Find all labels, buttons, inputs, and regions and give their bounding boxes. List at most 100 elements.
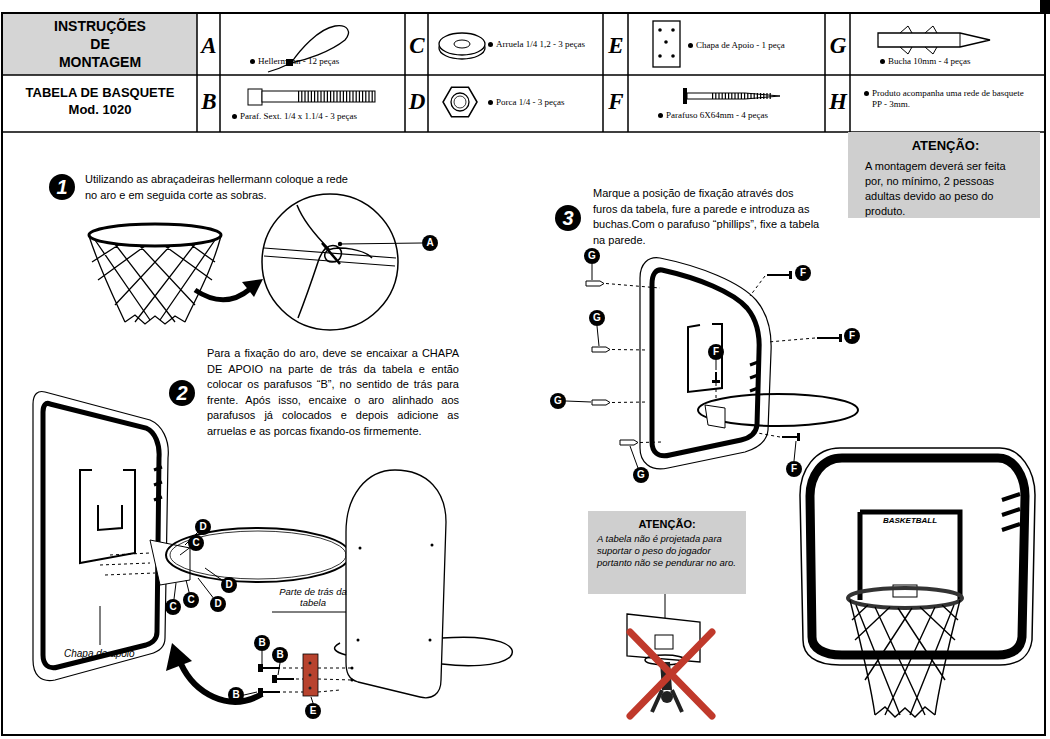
circle-fill	[786, 461, 802, 477]
callout-letter: A	[426, 238, 433, 248]
small-target	[655, 635, 673, 649]
circle-fill	[844, 328, 860, 344]
part-description: Parafuso 6X64mm - 4 peças	[666, 110, 824, 121]
part-caption: Parte de trás da tabela	[278, 586, 348, 608]
circle-fill	[795, 265, 811, 281]
callout-letter: C	[169, 602, 176, 612]
callout-circle: A	[422, 235, 438, 251]
backboard-back	[346, 470, 446, 698]
callout-letter: G	[637, 470, 645, 480]
part-letter: G	[826, 33, 850, 59]
circle-fill	[589, 310, 605, 326]
screw-head	[683, 88, 687, 104]
circle-fill	[49, 174, 75, 200]
circle-fill	[188, 535, 204, 551]
circle-fill	[584, 248, 600, 264]
circle-fill	[633, 467, 649, 483]
detail-tie	[322, 243, 340, 264]
dashed-guides	[283, 668, 352, 692]
callout-letter: G	[588, 251, 596, 261]
callout-letter: E	[310, 706, 317, 716]
wall-anchors	[586, 281, 638, 445]
plate-icon	[653, 21, 680, 67]
circle-fill	[550, 393, 566, 409]
leader-line	[100, 606, 101, 645]
callout-letter: B	[258, 638, 265, 648]
leader-lines	[566, 264, 638, 468]
callout-letter: C	[187, 595, 194, 605]
stripes	[750, 362, 758, 391]
leader-line	[340, 243, 422, 244]
callout-circle: B	[254, 635, 270, 651]
part-description: Produto acompanha uma rede de basquete P…	[872, 88, 1024, 110]
bolt-thread	[298, 91, 375, 102]
part-description: Hellermann - 12 peças	[258, 56, 398, 67]
part-description: Paraf. Sext. 1/4 x 1.1/4 - 3 peças	[240, 111, 403, 122]
part-letter: F	[604, 89, 628, 115]
dashed-guides	[100, 553, 155, 575]
screw-heads	[712, 271, 842, 441]
step-instruction: Utilizando as abraçadeiras hellermann co…	[85, 172, 353, 203]
nut-thread	[454, 96, 466, 108]
board-text: BASKETBALL	[878, 516, 942, 526]
page-frame	[2, 13, 1045, 735]
warning-heading: ATENÇÃO:	[865, 136, 1026, 156]
callout-letter: F	[713, 347, 719, 357]
backboard-finished	[800, 448, 1035, 665]
backboard-border	[43, 403, 159, 667]
callout-letter: F	[800, 268, 806, 278]
callout-circle: C	[165, 599, 181, 615]
callout-letter: B	[232, 690, 239, 700]
leader-line	[272, 612, 346, 613]
circle-fill	[272, 647, 288, 663]
part-letter: H	[826, 89, 850, 115]
dashed-guides	[716, 276, 815, 437]
stripes	[1002, 494, 1020, 530]
circle-fill	[228, 687, 244, 703]
plate-holes	[658, 28, 675, 58]
callout-circle: G	[550, 393, 566, 409]
leader-lines	[173, 527, 229, 607]
anchor-icon	[878, 33, 990, 47]
callout-letter: D	[225, 580, 232, 590]
circle-fill	[422, 235, 438, 251]
callout-circle: F	[786, 461, 802, 477]
step-instruction: Marque a posição de fixação através dos …	[593, 186, 821, 248]
bolt-shaft	[262, 91, 375, 102]
hoop-behind	[335, 637, 513, 666]
part-description: Bucha 10mm - 4 peças	[888, 56, 1043, 67]
circle-fill	[195, 519, 211, 535]
holes	[351, 544, 434, 682]
callout-circle: C	[188, 535, 204, 551]
callout-letter: D	[214, 599, 221, 609]
washer-icon	[439, 33, 485, 55]
callout-circle: B	[272, 647, 288, 663]
part-letter: C	[406, 33, 428, 59]
warning-box: ATENÇÃO: A montagem deverá ser feita por,…	[848, 132, 1040, 218]
callout-circle: G	[633, 467, 649, 483]
step-number: 2	[176, 383, 187, 403]
title-text: INSTRUÇÕES DE MONTAGEM	[50, 17, 150, 71]
dashed-guides	[606, 284, 662, 443]
circle-fill	[165, 599, 181, 615]
circle-fill	[254, 635, 270, 651]
hoop-inner	[170, 531, 346, 579]
part-description: Chapa de Apoio - 1 peça	[696, 40, 824, 51]
circle-fill	[708, 344, 724, 360]
callout-circle: F	[844, 328, 860, 344]
leader-lines	[716, 360, 796, 461]
callout-circle: G	[584, 248, 600, 264]
callout-letter: G	[554, 396, 562, 406]
callout-circle: D	[195, 519, 211, 535]
callout-letter: F	[791, 464, 797, 474]
backboard-mounted	[640, 258, 771, 469]
warning-text: A montagem deverá ser feita por, no míni…	[865, 159, 1026, 219]
circle-fill	[183, 592, 199, 608]
target-square	[80, 470, 135, 563]
curved-arrow	[195, 289, 250, 300]
step-number-circle: 1	[49, 174, 75, 200]
nut-icon	[443, 87, 477, 116]
stripes	[154, 467, 162, 500]
warning-heading: ATENÇÃO:	[597, 517, 737, 532]
